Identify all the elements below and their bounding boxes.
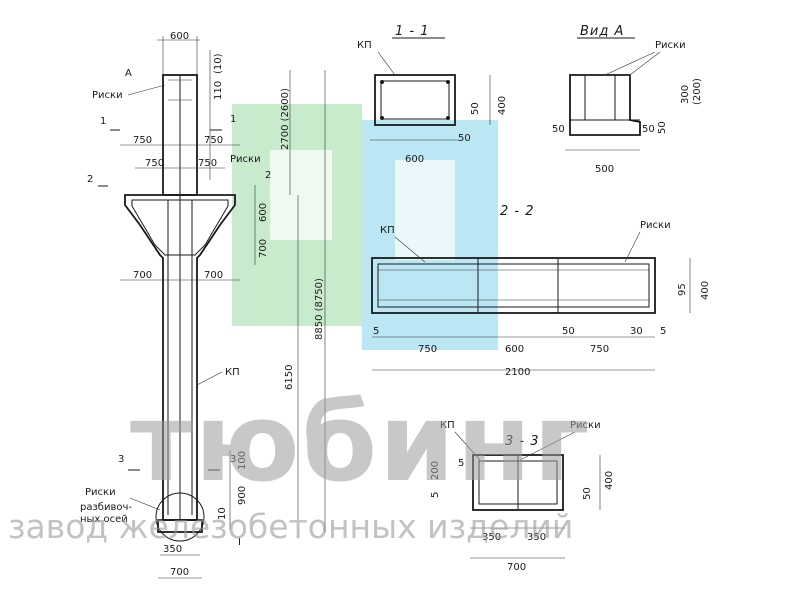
svg-text:95: 95 xyxy=(677,283,688,296)
svg-text:(200): (200) xyxy=(692,78,703,105)
axis-label-line2: ных осей xyxy=(80,514,128,525)
dim-top-600: 600 xyxy=(170,31,189,42)
svg-text:10: 10 xyxy=(217,507,228,520)
section-3-3: 3 - 3 КП Риски 350 350 700 200 5 5 50 40… xyxy=(430,420,615,573)
kp-label-column: КП xyxy=(225,367,240,378)
svg-text:8850 (8750): 8850 (8750) xyxy=(314,278,325,340)
riski-label-corbel: Риски xyxy=(230,154,261,165)
svg-text:750: 750 xyxy=(590,344,609,355)
section-2-2: 2 - 2 КП Риски 5 750 600 750 50 30 5 210… xyxy=(371,204,711,378)
svg-text:50: 50 xyxy=(562,326,575,337)
svg-text:50: 50 xyxy=(458,133,471,144)
svg-text:750: 750 xyxy=(198,158,217,169)
svg-text:2100: 2100 xyxy=(505,367,530,378)
section-marker-2-left: 2 xyxy=(87,174,93,185)
svg-text:5: 5 xyxy=(430,492,441,498)
section-marker-2-right: 2 xyxy=(265,170,271,181)
svg-text:600: 600 xyxy=(405,154,424,165)
svg-text:30: 30 xyxy=(630,326,643,337)
svg-text:750: 750 xyxy=(145,158,164,169)
svg-text:700: 700 xyxy=(204,270,223,281)
svg-text:КП: КП xyxy=(357,40,372,51)
svg-text:350: 350 xyxy=(482,532,501,543)
svg-text:110: 110 xyxy=(213,81,224,100)
svg-text:5: 5 xyxy=(660,326,666,337)
svg-text:100: 100 xyxy=(237,451,248,470)
riski-label-top: Риски xyxy=(92,90,123,101)
svg-text:600: 600 xyxy=(505,344,524,355)
svg-text:300: 300 xyxy=(680,85,691,104)
svg-text:(10): (10) xyxy=(213,53,224,74)
svg-text:400: 400 xyxy=(700,281,711,300)
view-a-arrow-label: А xyxy=(125,68,132,79)
logo-mark xyxy=(232,104,498,350)
svg-text:600: 600 xyxy=(258,203,269,222)
watermark-brand: тюбинг xyxy=(130,381,592,506)
svg-text:Риски: Риски xyxy=(640,220,671,231)
view-a: Вид А Риски 500 300 (200) 50 50 50 xyxy=(552,24,703,175)
svg-text:400: 400 xyxy=(604,471,615,490)
section-title-1-1: 1 - 1 xyxy=(395,24,430,39)
svg-text:Риски: Риски xyxy=(655,40,686,51)
svg-text:5: 5 xyxy=(373,326,379,337)
watermark-subtitle: завод железобетонных изделий xyxy=(8,507,573,546)
section-title-2-2: 2 - 2 xyxy=(500,204,535,219)
svg-text:КП: КП xyxy=(380,225,395,236)
svg-text:700: 700 xyxy=(170,567,189,578)
section-marker-3-right: 3 xyxy=(230,454,236,465)
view-a-title: Вид А xyxy=(580,24,624,39)
section-marker-1-left: 1 xyxy=(100,116,106,127)
svg-text:700: 700 xyxy=(507,562,526,573)
svg-text:700: 700 xyxy=(133,270,152,281)
svg-text:Риски: Риски xyxy=(570,420,601,431)
riski-label-base: Риски xyxy=(85,487,116,498)
svg-text:750: 750 xyxy=(418,344,437,355)
column-elevation: 600 750 750 750 750 700 700 350 700 (10)… xyxy=(80,31,326,579)
svg-text:50: 50 xyxy=(470,102,481,115)
axis-label-line1: разбивоч- xyxy=(80,502,132,513)
svg-text:350: 350 xyxy=(527,532,546,543)
svg-text:750: 750 xyxy=(204,135,223,146)
svg-text:700: 700 xyxy=(258,239,269,258)
section-marker-3-left: 3 xyxy=(118,454,124,465)
svg-text:200: 200 xyxy=(430,461,441,480)
svg-text:2700 (2600): 2700 (2600) xyxy=(280,88,291,150)
svg-text:500: 500 xyxy=(595,164,614,175)
roman-one-label: I xyxy=(238,537,241,548)
svg-text:400: 400 xyxy=(497,96,508,115)
svg-text:6150: 6150 xyxy=(284,365,295,390)
svg-text:750: 750 xyxy=(133,135,152,146)
section-marker-1-right: 1 xyxy=(230,114,236,125)
svg-text:350: 350 xyxy=(163,544,182,555)
svg-text:50: 50 xyxy=(582,487,593,500)
svg-text:5: 5 xyxy=(458,458,464,469)
svg-text:50: 50 xyxy=(642,124,655,135)
svg-text:900: 900 xyxy=(237,486,248,505)
svg-text:50: 50 xyxy=(657,121,668,134)
detail-circle xyxy=(155,492,205,542)
svg-text:50: 50 xyxy=(552,124,565,135)
section-1-1: 1 - 1 КП 600 400 50 50 xyxy=(357,24,508,165)
svg-text:КП: КП xyxy=(440,420,455,431)
watermark: тюбинг завод железобетонных изделий xyxy=(8,381,592,546)
section-title-3-3: 3 - 3 xyxy=(505,434,540,449)
